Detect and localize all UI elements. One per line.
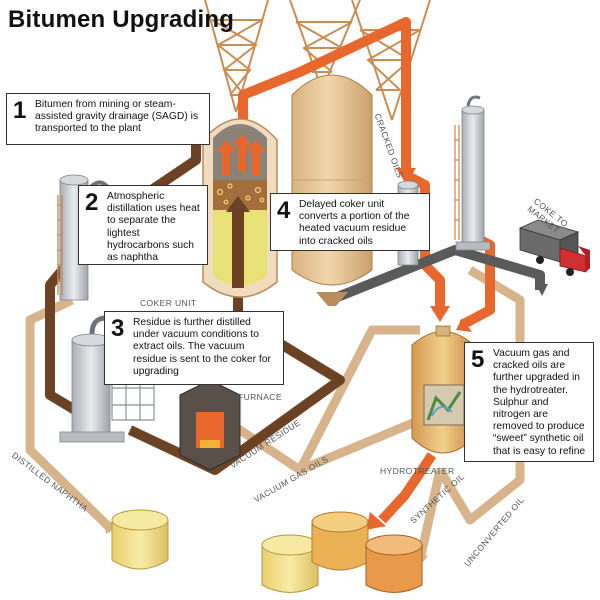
hydrotreater-label: HYDROTREATER bbox=[380, 466, 455, 476]
step-number: 1 bbox=[13, 97, 27, 124]
step-number: 4 bbox=[277, 197, 291, 224]
step-1-callout: 1 Bitumen from mining or steam-assisted … bbox=[6, 93, 210, 145]
step-number: 3 bbox=[111, 315, 125, 342]
step-text: Atmospheric distillation uses heat to se… bbox=[107, 191, 200, 264]
furnace bbox=[179, 370, 241, 471]
coker-drum bbox=[291, 74, 373, 306]
synthetic-oil-tanks bbox=[261, 511, 423, 593]
step-text: Delayed coker unit converts a portion of… bbox=[299, 199, 410, 247]
step-number: 2 bbox=[85, 189, 99, 216]
step-text: Residue is further distilled under vacuu… bbox=[133, 317, 271, 377]
page-title: Bitumen Upgrading bbox=[8, 6, 235, 33]
coke-pipe bbox=[328, 245, 545, 305]
coker-cutaway bbox=[202, 118, 278, 298]
step-4-callout: 4 Delayed coker unit converts a portion … bbox=[270, 193, 430, 251]
step-text: Bitumen from mining or steam-assisted gr… bbox=[35, 99, 199, 135]
step-5-callout: 5 Vacuum gas and cracked oils are furthe… bbox=[464, 342, 594, 462]
step-2-callout: 2 Atmospheric distillation uses heat to … bbox=[78, 185, 208, 265]
step-text: Vacuum gas and cracked oils are further … bbox=[493, 348, 586, 457]
coker-unit-label: COKER UNIT bbox=[140, 298, 197, 308]
coke-truck-icon bbox=[518, 219, 590, 276]
naphtha-tank bbox=[111, 509, 169, 570]
step-number: 5 bbox=[471, 346, 485, 373]
furnace-label: FURNACE bbox=[238, 392, 282, 402]
step-3-callout: 3 Residue is further distilled under vac… bbox=[104, 311, 284, 385]
